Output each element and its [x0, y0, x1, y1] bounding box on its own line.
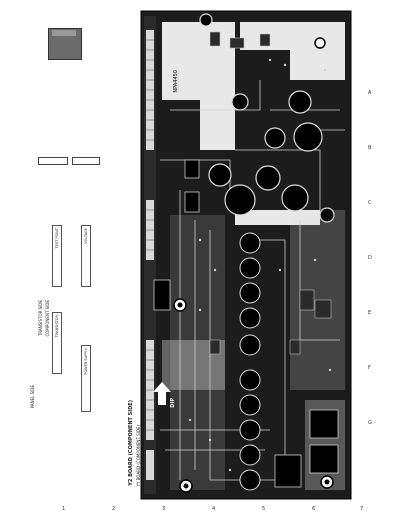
col-marker-1: 1 — [62, 506, 66, 512]
dip-arrow-icon — [153, 382, 171, 405]
left-label-transistor-side: TRANSISTOR SIDE — [38, 300, 43, 337]
legend-line-1 — [38, 157, 68, 165]
label-box-test-point: TEST POINT — [52, 225, 62, 287]
col-marker-5: 5 — [262, 506, 266, 512]
label-box-transistor: TRANSISTOR — [52, 312, 62, 374]
legend-block-inner — [52, 30, 76, 36]
connector-pins — [146, 30, 154, 480]
row-marker-d: D — [368, 255, 372, 261]
label-box-power-supply: POWER SUPPLY — [81, 345, 91, 412]
row-marker-f: F — [368, 365, 371, 371]
board-marking-dip: DIP — [170, 398, 176, 408]
col-marker-3: 3 — [162, 506, 166, 512]
col-marker-6: 6 — [312, 506, 316, 512]
col-marker-7: 7 — [360, 506, 364, 512]
row-marker-c: C — [368, 200, 372, 206]
col-marker-4: 4 — [212, 506, 216, 512]
left-label-panel-side: PANEL SIDE — [30, 385, 35, 409]
board-code: NPA4450 — [173, 70, 179, 93]
row-marker-a: A — [368, 90, 372, 96]
col-marker-2: 2 — [112, 506, 116, 512]
row-marker-g: G — [368, 420, 372, 426]
pcb-board — [140, 10, 352, 500]
legend-line-2 — [72, 157, 100, 165]
row-marker-e: E — [368, 310, 372, 316]
row-marker-b: B — [368, 145, 372, 151]
left-label-component-side: COMPONENT SIDE — [45, 300, 50, 337]
label-box-voltage: VOLTAGE — [81, 225, 91, 287]
board-title: Y2 BOARD (COMPONENT SIDE) — [128, 400, 134, 486]
